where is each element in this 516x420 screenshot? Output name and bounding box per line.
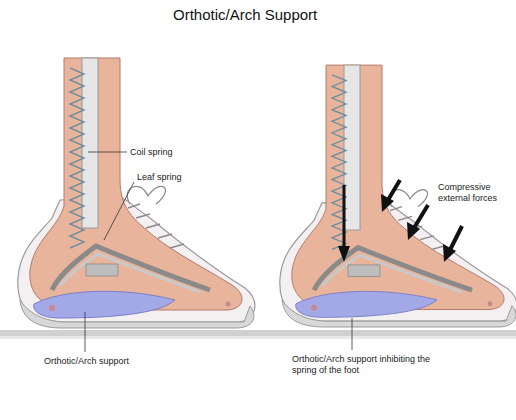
callout-label: Orthotic/Arch support — [44, 356, 164, 367]
callout-label: Orthotic/Arch support inhibiting the spr… — [292, 354, 452, 376]
part-label: Leaf spring — [137, 172, 217, 183]
title: Orthotic/Arch Support — [173, 6, 317, 24]
force-label: Compressive external forces — [438, 182, 512, 204]
part-label: Coil spring — [130, 147, 210, 158]
